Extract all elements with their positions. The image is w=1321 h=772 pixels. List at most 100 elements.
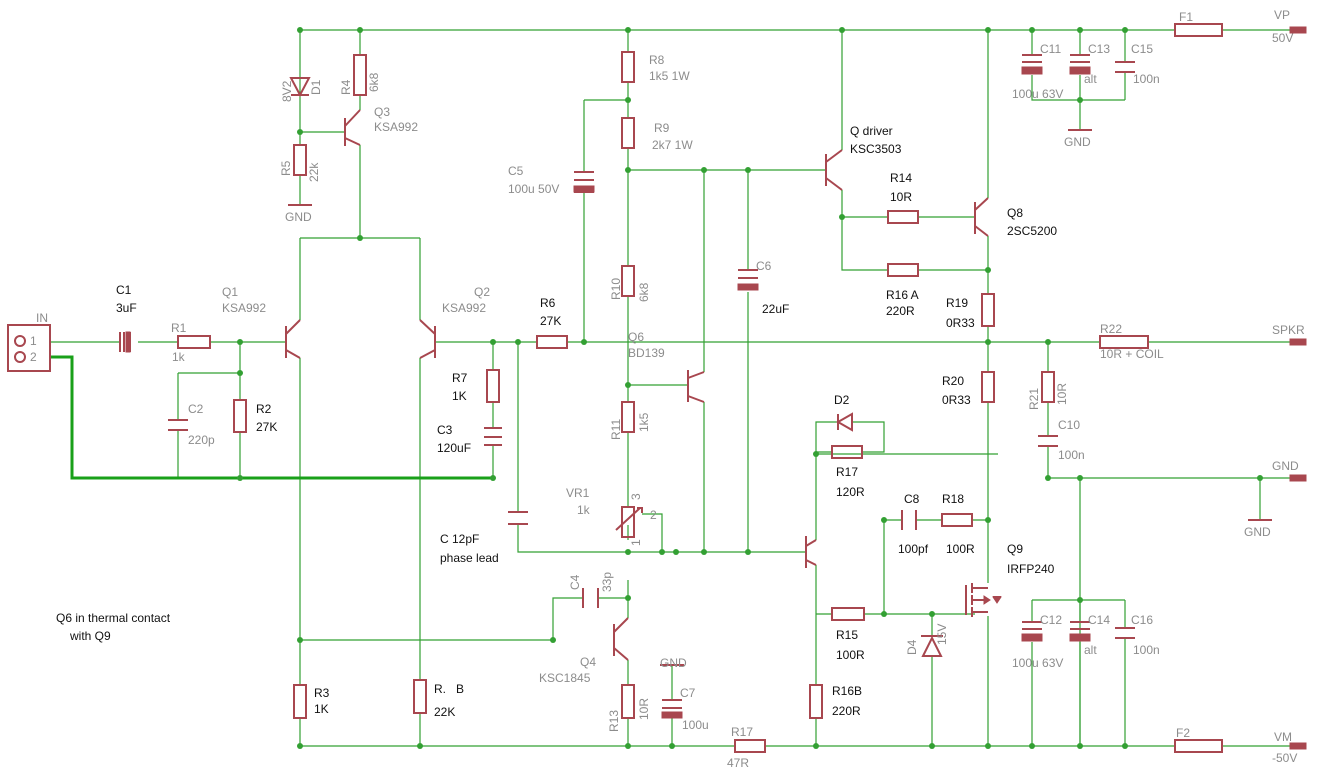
c11-value: 100u 63V: [1012, 87, 1063, 101]
capacitor-c6: [738, 269, 758, 279]
resistor-r19: [981, 293, 995, 327]
r21-name: R21: [1027, 388, 1041, 410]
c5-value: 100u 50V: [508, 182, 559, 196]
spkr-label: SPKR: [1272, 323, 1305, 337]
c1-value: 3uF: [116, 301, 137, 315]
c7-name: C7: [680, 686, 696, 700]
thermal-note-line1: Q6 in thermal contact: [56, 611, 171, 625]
capacitor-c12: [1022, 621, 1042, 630]
vr1-pin: 1: [629, 539, 643, 546]
r6-name: R6: [540, 296, 556, 310]
rb-name: R. B: [434, 682, 464, 696]
r17a-name: R17: [836, 465, 858, 479]
r14-value: 10R: [890, 190, 912, 204]
c4-value: 33p: [600, 572, 614, 592]
r2-name: R2: [256, 402, 272, 416]
resistor-r20: [981, 371, 995, 403]
capacitor-c15: [1115, 61, 1135, 73]
resistor-rb: [413, 679, 427, 714]
resistor-r9: [621, 117, 635, 149]
r10-value: 6k8: [637, 282, 651, 302]
r19-name: R19: [946, 296, 968, 310]
resistor-r17b: [734, 739, 766, 753]
r14-name: R14: [890, 171, 912, 185]
r4-name: R4: [339, 79, 353, 95]
qdriver-value: KSC3503: [850, 142, 902, 156]
resistor-r11: [621, 401, 635, 433]
resistor-r4: [353, 54, 367, 96]
d2-name: D2: [834, 393, 850, 407]
vr1-pin: 2: [650, 508, 657, 522]
resistor-r1: [177, 335, 211, 349]
c5-name: C5: [508, 164, 524, 178]
capacitor-c16: [1115, 627, 1135, 639]
c15-name: C15: [1131, 42, 1153, 56]
resistor-r14: [887, 210, 919, 224]
transistor-q3: [344, 109, 361, 146]
r9-value: 2k7 1W: [652, 138, 693, 152]
r21-value: 10R: [1055, 383, 1069, 405]
resistor-r17a: [831, 445, 863, 459]
q4-name: Q4: [580, 655, 596, 669]
c10-value: 100n: [1058, 448, 1085, 462]
fuse-f2: [1174, 739, 1223, 753]
r17b-value: 47R: [727, 756, 749, 770]
r18-name: R18: [942, 492, 964, 506]
resistor-r13: [621, 684, 635, 719]
capacitor-c13: [1070, 54, 1090, 63]
f1-label: F1: [1179, 10, 1193, 24]
r15-name: R15: [836, 628, 858, 642]
r7-value: 1K: [452, 389, 467, 403]
c12-name: C12: [1040, 613, 1062, 627]
connector-label: IN: [36, 311, 48, 325]
input-connector: IN 1 2: [7, 311, 51, 372]
capacitor-c7: [662, 699, 682, 709]
resistor-r18: [941, 513, 973, 527]
q3-name: Q3: [374, 105, 390, 119]
thermal-note-line2: with Q9: [69, 629, 111, 643]
gnd-label: GND: [660, 656, 687, 670]
r7-name: R7: [452, 371, 468, 385]
resistor-r7: [486, 369, 500, 403]
transistor-q8: [974, 197, 989, 237]
r20-value: 0R33: [942, 393, 971, 407]
q4-value: KSC1845: [539, 671, 591, 685]
c16-name: C16: [1131, 613, 1153, 627]
resistor-r22: [1099, 335, 1149, 349]
pin-label: 1: [30, 334, 37, 348]
r18-value: 100R: [946, 542, 975, 556]
labels: C1 3uF R1 1k C2 220p R2 27K 8V2 D1 R4 6k…: [56, 8, 1305, 770]
r16a-name: R16 A: [886, 288, 919, 302]
capacitors: [119, 54, 1135, 719]
transistor-q1: [285, 319, 301, 359]
c1-name: C1: [116, 283, 132, 297]
q2-value: KSA992: [442, 301, 486, 315]
phase-lead-value: phase lead: [440, 551, 499, 565]
q9-value: IRFP240: [1007, 562, 1055, 576]
capacitor-c4: [582, 588, 599, 608]
r5-name: R5: [279, 160, 293, 176]
vm-label: VM: [1274, 730, 1292, 744]
capacitor-c10: [1038, 435, 1058, 447]
vm-value: -50V: [1272, 751, 1297, 765]
q1-name: Q1: [222, 285, 238, 299]
r16a-value: 220R: [886, 304, 915, 318]
gnd-label: GND: [1272, 459, 1299, 473]
r17a-value: 120R: [836, 485, 865, 499]
r19-value: 0R33: [946, 316, 975, 330]
resistor-r10: [621, 265, 635, 297]
r2-value: 27K: [256, 420, 277, 434]
resistor-r6: [536, 335, 568, 349]
r11-name: R11: [609, 419, 623, 440]
r13-value: 10R: [637, 698, 651, 720]
resistor-r3: [293, 684, 307, 719]
zener-d4: [921, 635, 943, 657]
q2-name: Q2: [474, 285, 490, 299]
qdriver-name: Q driver: [850, 124, 893, 138]
resistor-r16b: [809, 684, 823, 719]
capacitor-c14: [1070, 621, 1090, 630]
c8-value: 100pf: [898, 542, 929, 556]
d1-name: D1: [309, 79, 323, 95]
capacitor-c3: [484, 427, 502, 446]
fuse-f1: [1174, 23, 1223, 37]
